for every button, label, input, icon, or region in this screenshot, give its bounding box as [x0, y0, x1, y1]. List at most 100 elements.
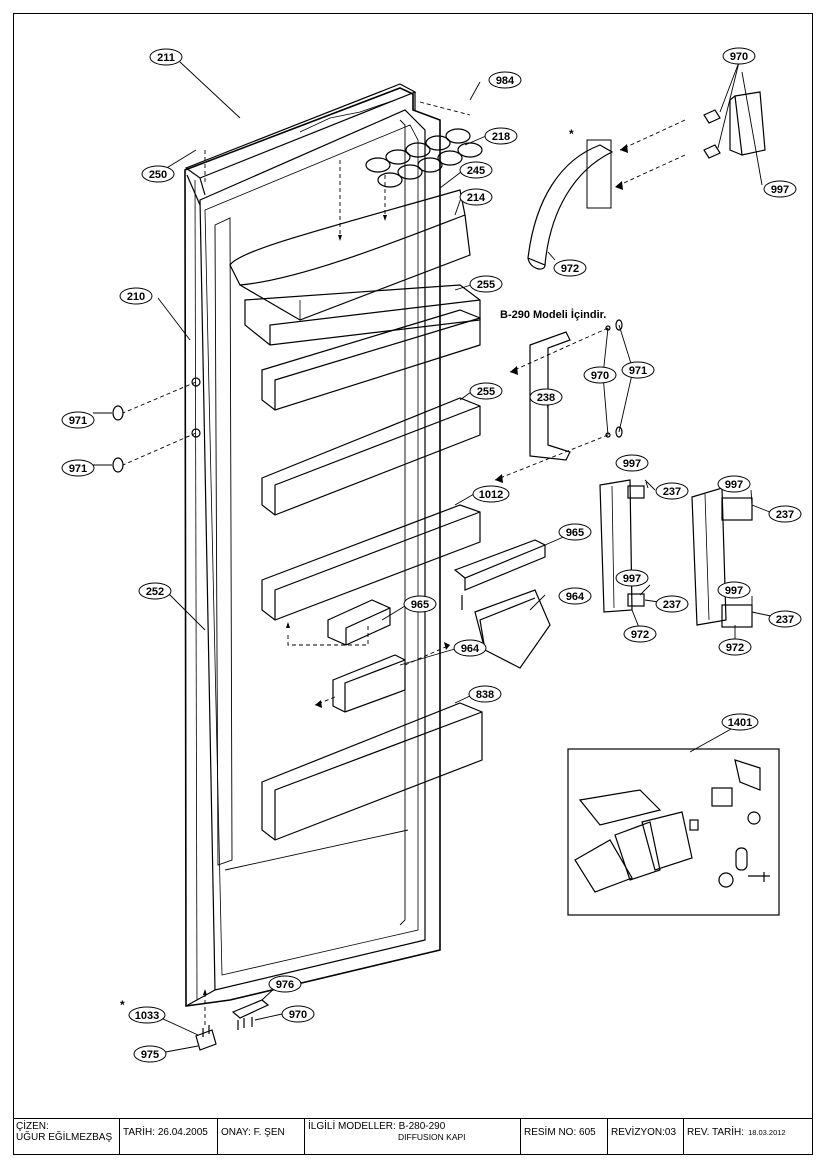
handle-972 [527, 139, 614, 270]
svg-text:211: 211 [157, 52, 175, 64]
screws-970-top [703, 109, 721, 159]
label-964-right: 964 [558, 587, 592, 605]
model-note: B-290 Modeli İçindir. [500, 308, 606, 321]
door-outer-frame [184, 87, 441, 1007]
door-gasket [214, 119, 409, 926]
label-255-top: 255 [469, 275, 503, 293]
label-971-lower-left: 971 [61, 459, 95, 477]
label-970-mid: 970 [583, 366, 617, 384]
models-cell: İLGİLİ MODELLER: B-280-290 DIFFUSION KAP… [305, 1119, 521, 1155]
label-972-a: 972 [623, 625, 657, 643]
svg-text:964: 964 [461, 643, 480, 655]
egg-tray [365, 128, 483, 188]
label-965-right: 965 [558, 523, 592, 541]
drawn-by-label: ÇİZEN: [16, 1121, 49, 1132]
svg-text:997: 997 [623, 458, 641, 470]
svg-text:970: 970 [289, 1009, 307, 1021]
revision-date-label: REV. TARİH: [687, 1127, 745, 1138]
svg-text:965: 965 [411, 599, 429, 611]
svg-text:838: 838 [476, 689, 494, 701]
handle-237-a [599, 479, 645, 613]
svg-text:252: 252 [146, 586, 164, 598]
label-976: 976 [268, 975, 302, 993]
drawn-by-cell: ÇİZEN: UĞUR EĞİLMEZBAŞ [13, 1119, 120, 1155]
svg-text:975: 975 [141, 1049, 159, 1061]
label-997-d: 997 [717, 581, 751, 599]
date-cell: TARİH: 26.04.2005 [120, 1119, 218, 1155]
svg-text:970: 970 [591, 370, 609, 382]
plugs-971-right [605, 319, 623, 438]
svg-text:972: 972 [631, 629, 649, 641]
svg-text:972: 972 [561, 263, 579, 275]
revision-cell: REVİZYON:03 [608, 1119, 684, 1155]
svg-text:250: 250 [149, 169, 167, 181]
shelf-838-bottom [261, 702, 483, 841]
label-1012: 1012 [472, 485, 510, 503]
label-970-bottom: 970 [281, 1005, 315, 1023]
svg-text:237: 237 [776, 509, 794, 521]
spare-parts-kit [567, 748, 780, 916]
svg-text:210: 210 [127, 291, 145, 303]
svg-text:238: 238 [537, 392, 555, 404]
svg-text:245: 245 [467, 165, 485, 177]
label-964-left: 964 [453, 639, 487, 657]
shelf-1012 [261, 504, 481, 621]
svg-text:997: 997 [725, 479, 743, 491]
approval-cell: ONAY: F. ŞEN [218, 1119, 305, 1155]
title-block: ÇİZEN: UĞUR EĞİLMEZBAŞ TARİH: 26.04.2005… [13, 1118, 813, 1155]
handle-237-b [691, 487, 753, 628]
svg-text:972: 972 [726, 642, 744, 654]
svg-text:971: 971 [69, 463, 87, 475]
explode-lines [122, 101, 686, 1025]
label-252: 252 [138, 582, 172, 600]
svg-text:997: 997 [725, 585, 743, 597]
svg-text:255: 255 [477, 386, 495, 398]
label-997-a: 997 [615, 454, 649, 472]
label-971-upper-left: 971 [61, 411, 95, 429]
label-997-b: 997 [717, 475, 751, 493]
label-965-left: 965 [403, 595, 437, 613]
bottom-pin-1033 [195, 1025, 217, 1051]
svg-text:997: 997 [771, 184, 789, 196]
dairy-compartment [229, 189, 471, 321]
svg-text:971: 971 [69, 415, 87, 427]
svg-text:1401: 1401 [728, 717, 752, 729]
svg-text:237: 237 [663, 486, 681, 498]
label-984: 984 [488, 71, 522, 89]
small-box-964 [332, 654, 406, 713]
label-971-mid: 971 [621, 361, 655, 379]
label-997-top: 997 [763, 180, 797, 198]
label-238: 238 [529, 388, 563, 406]
shelf-255-upper [261, 309, 481, 411]
svg-text:218: 218 [492, 131, 510, 143]
top-cap [184, 83, 417, 196]
related-models: İLGİLİ MODELLER: B-280-290 [308, 1121, 446, 1132]
label-237-d: 237 [768, 610, 802, 628]
drawn-by-value: UĞUR EĞİLMEZBAŞ [16, 1132, 113, 1143]
part-name: DIFFUSION KAPI [398, 1132, 466, 1142]
svg-text:976: 976 [276, 979, 294, 991]
drawing-frame [13, 13, 813, 1155]
svg-text:997: 997 [623, 573, 641, 585]
svg-text:971: 971 [629, 365, 647, 377]
label-1033: 1033 [128, 1006, 166, 1024]
label-970-top: 970 [722, 47, 756, 65]
label-250: 250 [141, 165, 175, 183]
bottom-hinge-976 [231, 999, 270, 1019]
svg-text:237: 237 [776, 614, 794, 626]
part-labels: 211 984 970 250 218 997 245 214 972 210 … [61, 47, 802, 1063]
drawing-number-cell: RESİM NO: 605 [521, 1119, 608, 1155]
label-237-b: 237 [768, 505, 802, 523]
asterisk-bottom: * [120, 998, 125, 1012]
label-237-c: 237 [655, 595, 689, 613]
label-237-a: 237 [655, 482, 689, 500]
label-975: 975 [133, 1045, 167, 1063]
label-218: 218 [484, 127, 518, 145]
label-245: 245 [459, 161, 493, 179]
revision-date-cell: REV. TARİH:18.03.2012 [684, 1119, 811, 1155]
asterisk-top: * [569, 127, 574, 141]
small-box-965 [327, 599, 391, 646]
exploded-parts-diagram: 211 984 970 250 218 997 245 214 972 210 … [61, 47, 802, 1063]
svg-text:1033: 1033 [135, 1010, 159, 1022]
label-255-upper: 255 [469, 382, 503, 400]
